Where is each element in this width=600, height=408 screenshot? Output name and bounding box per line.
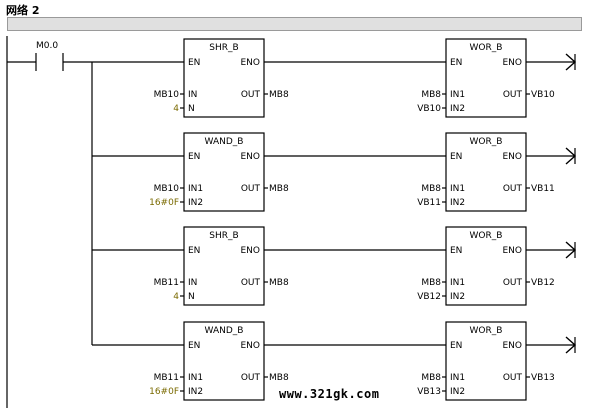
in2-pin-label: IN2 xyxy=(188,387,203,397)
in1-operand: MB8 xyxy=(421,278,441,288)
in1-operand: MB8 xyxy=(421,90,441,100)
in2-pin-label: IN2 xyxy=(450,292,465,302)
eno-pin-label: ENO xyxy=(240,152,260,162)
out-pin-label: OUT xyxy=(503,184,523,194)
in1-pin-label: IN1 xyxy=(188,184,203,194)
network-comment-bar[interactable] xyxy=(7,17,582,31)
out-operand: VB10 xyxy=(531,90,555,100)
in2-pin-label: N xyxy=(188,292,195,302)
in2-operand: VB12 xyxy=(417,292,441,302)
eno-pin-label: ENO xyxy=(502,58,522,68)
en-pin-label: EN xyxy=(188,58,200,68)
out-operand: VB11 xyxy=(531,184,555,194)
left-box-shr-b[interactable] xyxy=(183,38,265,118)
right-box-wor-b[interactable] xyxy=(445,321,527,401)
eno-pin-label: ENO xyxy=(240,341,260,351)
in1-operand: MB11 xyxy=(154,278,179,288)
in2-operand: 4 xyxy=(173,104,179,114)
in1-pin-label: IN1 xyxy=(450,184,465,194)
in1-operand: MB11 xyxy=(154,373,179,383)
right-box-wor-b[interactable] xyxy=(445,132,527,212)
box-title: WAND_B xyxy=(205,137,244,147)
right-box-wor-b[interactable] xyxy=(445,226,527,306)
left-box-shr-b[interactable] xyxy=(183,226,265,306)
out-operand: MB8 xyxy=(269,373,289,383)
box-title: WOR_B xyxy=(470,326,503,336)
out-pin-label: OUT xyxy=(503,90,523,100)
box-title: SHR_B xyxy=(209,231,238,241)
en-pin-label: EN xyxy=(450,58,462,68)
out-operand: MB8 xyxy=(269,278,289,288)
out-operand: MB8 xyxy=(269,90,289,100)
eno-pin-label: ENO xyxy=(502,152,522,162)
eno-pin-label: ENO xyxy=(240,246,260,256)
eno-pin-label: ENO xyxy=(240,58,260,68)
box-title: WOR_B xyxy=(470,43,503,53)
out-pin-label: OUT xyxy=(503,373,523,383)
in1-pin-label: IN1 xyxy=(450,278,465,288)
right-box-wor-b[interactable] xyxy=(445,38,527,118)
out-operand: MB8 xyxy=(269,184,289,194)
in2-operand: VB10 xyxy=(417,104,441,114)
in1-pin-label: IN xyxy=(188,278,197,288)
out-operand: VB13 xyxy=(531,373,555,383)
out-pin-label: OUT xyxy=(241,373,261,383)
en-pin-label: EN xyxy=(450,152,462,162)
left-box-wand-b[interactable] xyxy=(183,321,265,401)
in1-operand: MB10 xyxy=(154,90,180,100)
en-pin-label: EN xyxy=(188,341,200,351)
watermark: www.321gk.com xyxy=(279,387,380,401)
in1-operand: MB8 xyxy=(421,373,441,383)
box-title: WAND_B xyxy=(205,326,244,336)
in2-operand: 4 xyxy=(173,292,179,302)
eno-pin-label: ENO xyxy=(502,341,522,351)
in1-pin-label: IN1 xyxy=(188,373,203,383)
out-pin-label: OUT xyxy=(241,90,261,100)
in2-operand: VB13 xyxy=(417,387,441,397)
in1-pin-label: IN1 xyxy=(450,90,465,100)
en-pin-label: EN xyxy=(188,246,200,256)
out-operand: VB12 xyxy=(531,278,555,288)
en-pin-label: EN xyxy=(450,246,462,256)
in1-pin-label: IN xyxy=(188,90,197,100)
in2-pin-label: IN2 xyxy=(450,104,465,114)
network-title: 网络 2 xyxy=(6,4,40,17)
contact-label: M0.0 xyxy=(36,41,58,51)
out-pin-label: OUT xyxy=(503,278,523,288)
out-pin-label: OUT xyxy=(241,184,261,194)
eno-pin-label: ENO xyxy=(502,246,522,256)
in1-pin-label: IN1 xyxy=(450,373,465,383)
in1-operand: MB10 xyxy=(154,184,180,194)
in2-operand: 16#0F xyxy=(149,198,179,208)
in2-pin-label: N xyxy=(188,104,195,114)
out-pin-label: OUT xyxy=(241,278,261,288)
en-pin-label: EN xyxy=(188,152,200,162)
in2-operand: VB11 xyxy=(417,198,441,208)
box-title: SHR_B xyxy=(209,43,238,53)
in2-pin-label: IN2 xyxy=(450,198,465,208)
in2-operand: 16#0F xyxy=(149,387,179,397)
left-box-wand-b[interactable] xyxy=(183,132,265,212)
in2-pin-label: IN2 xyxy=(450,387,465,397)
in1-operand: MB8 xyxy=(421,184,441,194)
en-pin-label: EN xyxy=(450,341,462,351)
box-title: WOR_B xyxy=(470,137,503,147)
in2-pin-label: IN2 xyxy=(188,198,203,208)
box-title: WOR_B xyxy=(470,231,503,241)
